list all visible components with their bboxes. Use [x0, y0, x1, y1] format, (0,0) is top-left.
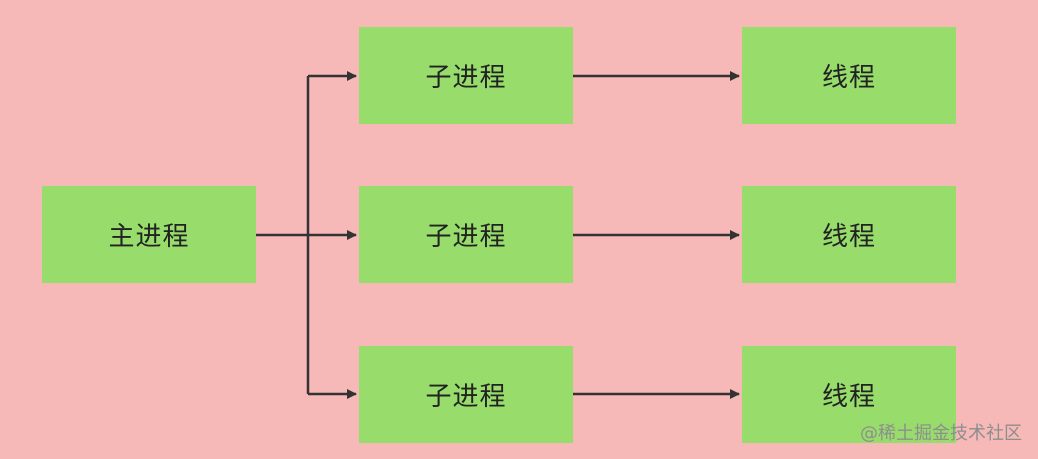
thread-node-1: 线程: [742, 27, 956, 124]
child-process-node-2: 子进程: [359, 186, 573, 283]
child-process-label-1: 子进程: [425, 63, 507, 93]
watermark: @稀土掘金技术社区: [860, 423, 1022, 444]
child-process-node-3: 子进程: [359, 346, 573, 443]
child-process-label-2: 子进程: [425, 222, 507, 252]
thread-label-2: 线程: [821, 222, 876, 252]
main-process-node: 主进程: [42, 186, 256, 283]
thread-node-2: 线程: [742, 186, 956, 283]
thread-label-1: 线程: [821, 63, 876, 93]
main-process-label: 主进程: [108, 222, 190, 252]
child-process-label-3: 子进程: [425, 382, 507, 412]
child-process-node-1: 子进程: [359, 27, 573, 124]
thread-label-3: 线程: [821, 382, 876, 412]
